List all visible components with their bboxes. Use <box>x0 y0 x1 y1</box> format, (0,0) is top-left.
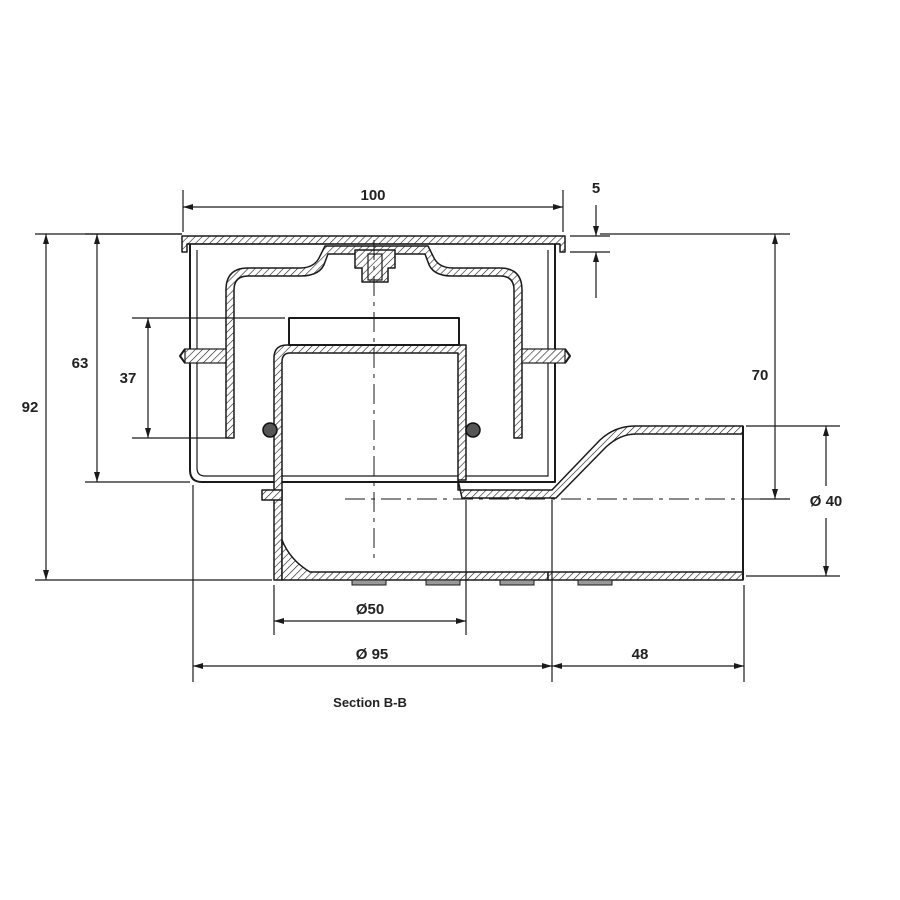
seal-right <box>465 422 481 438</box>
outlet-pipe-bottom <box>547 571 744 581</box>
body-bottom <box>281 539 549 581</box>
riser-pipe <box>273 344 467 581</box>
seal-left <box>262 422 278 438</box>
bell-trap <box>225 245 523 439</box>
dim-total-height: 92 <box>22 399 39 416</box>
screw-boss <box>354 249 396 283</box>
dim-grate-thickness: 5 <box>592 180 600 197</box>
drain-body <box>179 235 760 586</box>
dim-outlet-diameter: Ø 40 <box>810 493 843 510</box>
section-caption: Section B-B <box>333 695 407 710</box>
dim-inner-diameter: Ø50 <box>356 601 384 618</box>
body-feet <box>351 579 613 586</box>
fixing-pin-right <box>521 348 571 364</box>
dimension-lines <box>35 190 840 682</box>
dimension-labels: 100 5 92 63 37 70 Ø 40 Ø50 Ø 95 48 Secti… <box>22 180 843 710</box>
dim-top-width: 100 <box>360 187 385 204</box>
dim-height-37: 37 <box>120 370 137 387</box>
dim-height-70: 70 <box>752 367 769 384</box>
outer-housing <box>189 243 556 483</box>
dim-outlet-length: 48 <box>632 646 649 663</box>
dim-body-diameter: Ø 95 <box>356 646 389 663</box>
dim-height-63: 63 <box>72 355 89 372</box>
outlet-elbow <box>457 425 744 499</box>
fixing-pin-left <box>179 348 227 364</box>
